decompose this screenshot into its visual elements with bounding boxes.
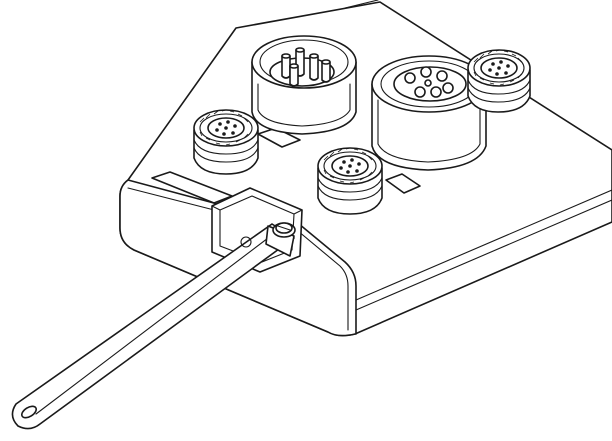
connector-pins — [281, 47, 331, 87]
m12-thread — [323, 147, 373, 184]
m12-connector-1 — [467, 49, 531, 113]
m12-thread — [473, 49, 523, 86]
label-windows — [151, 127, 421, 204]
m23-socket-connector — [371, 55, 487, 171]
socket-holes — [404, 66, 454, 98]
m12-thread — [199, 109, 249, 146]
strap-eyelet — [21, 405, 37, 419]
fixing-screw — [272, 222, 296, 238]
m12-contacts — [215, 120, 237, 136]
m23-power-connector — [251, 35, 357, 135]
m12-contacts — [339, 158, 361, 174]
m12-contacts — [488, 60, 510, 76]
m12-connector-3 — [317, 147, 383, 215]
m12-connector-2 — [193, 109, 259, 175]
grounding-strap — [11, 223, 295, 430]
